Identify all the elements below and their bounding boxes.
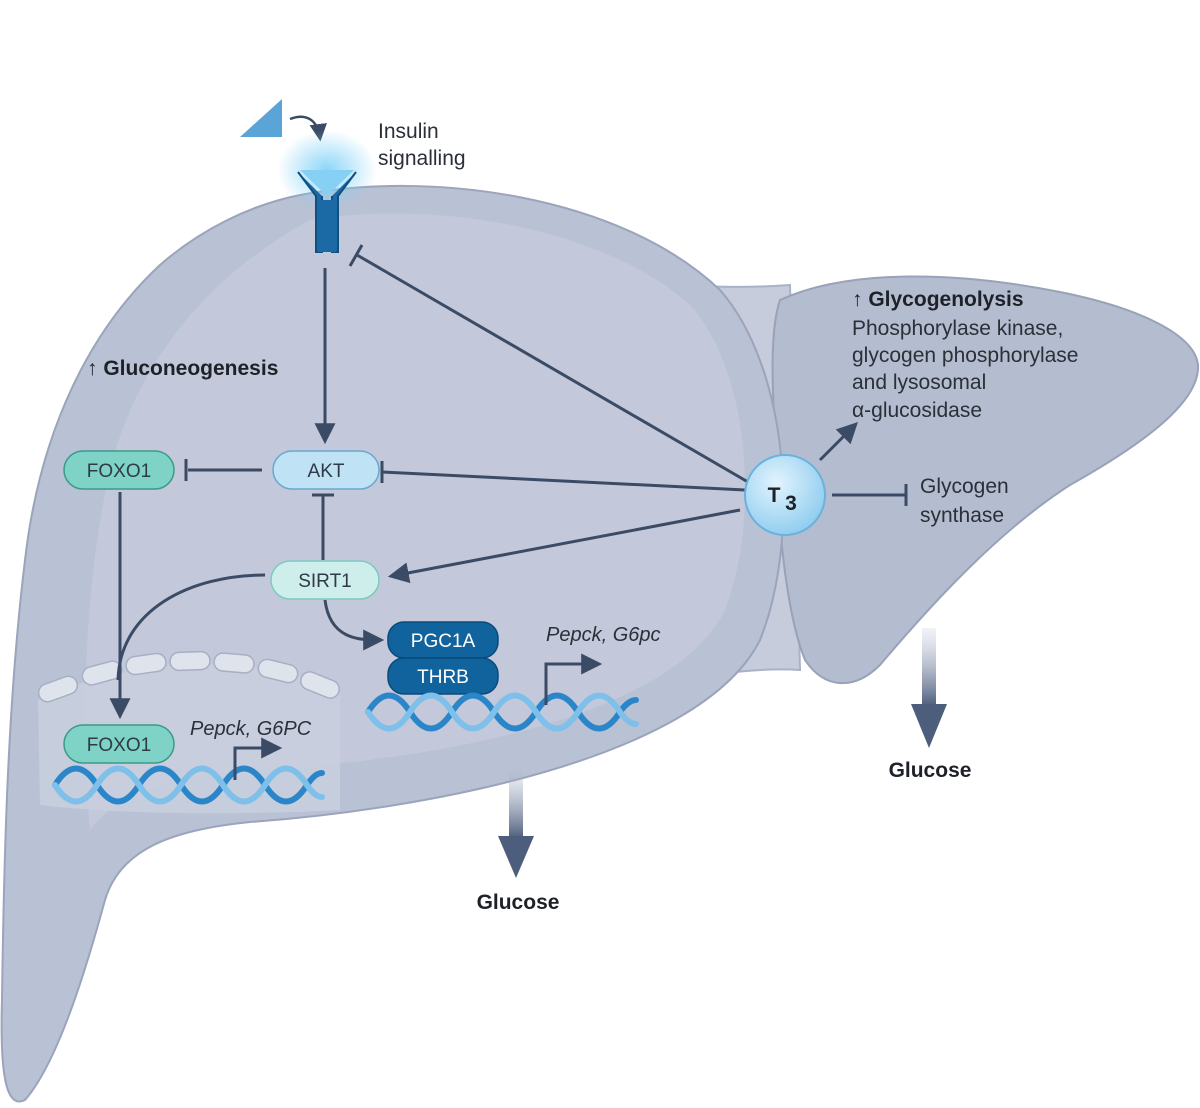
foxo1-cytoplasm-label: FOXO1 [87, 461, 151, 482]
sirt1-to-foxo1-curve [116, 573, 266, 681]
dna-strand-cytoplasm [365, 692, 639, 732]
dna-strand-nucleus [52, 765, 325, 805]
insulin-label-line1: Insulin [378, 120, 439, 143]
insulin-ligand-icon [240, 99, 282, 137]
foxo1-cytoplasm-node: FOXO1 [63, 450, 175, 490]
genes-cytoplasm-label: Pepck, G6pc [546, 624, 661, 646]
insulin-label-line2: signalling [378, 147, 466, 170]
thrb-label: THRB [417, 667, 469, 688]
pathway-edges [109, 244, 908, 720]
nuclear-pore-segment [257, 658, 299, 684]
enzymes-line3: and lysosomal [852, 371, 986, 394]
glycogen-synthase-line2: synthase [920, 504, 1004, 527]
insulin-signalling: Insulin signalling [240, 99, 466, 253]
akt-label: AKT [308, 461, 345, 482]
transcription-start-nucleus [233, 737, 283, 780]
foxo1-nucleus-label: FOXO1 [87, 735, 151, 756]
glycogenolysis-label: ↑ Glycogenolysis [852, 288, 1024, 311]
t3-inhibits-receptor-bar [348, 244, 364, 267]
enzymes-line4: α-glucosidase [852, 399, 982, 422]
t3-to-glycogenolysis-arrow [818, 422, 858, 462]
t3-activates-sirt1-arrow [387, 508, 741, 584]
glucose-output-center [498, 768, 534, 878]
glycogen-synthase-line1: Glycogen [920, 475, 1009, 498]
sirt1-label: SIRT1 [298, 571, 352, 592]
transcription-start-cytoplasm [544, 653, 603, 705]
t3-subscript: 3 [785, 492, 797, 515]
nuclear-pore-segment [125, 652, 167, 676]
enzymes-line1: Phosphorylase kinase, [852, 317, 1063, 340]
gluconeogenesis-label: ↑ Gluconeogenesis [87, 357, 278, 380]
nuclear-pore-segment [300, 671, 340, 699]
glucose-output-right [911, 628, 947, 748]
nuclear-pore-segment [37, 675, 79, 703]
akt-node: AKT [272, 450, 380, 490]
genes-nucleus-label: Pepck, G6PC [190, 718, 312, 740]
nuclear-pore-segment [213, 652, 255, 674]
insulin-receptor-icon [297, 170, 357, 253]
nuclear-envelope [37, 650, 340, 703]
nuclear-pore-segment [169, 650, 211, 672]
sirt1-to-pgc1a-arrow [323, 599, 385, 651]
transcription-arrows [233, 653, 603, 780]
t3-label: T [768, 484, 781, 507]
enzymes-line2: glycogen phosphorylase [852, 344, 1079, 367]
glucose-right-label: Glucose [889, 759, 972, 782]
t3-inhibits-receptor [356, 253, 749, 484]
pgc1a-node: PGC1A [387, 621, 499, 659]
thrb-node: THRB [387, 657, 499, 695]
sirt1-node: SIRT1 [270, 560, 380, 600]
pgc1a-label: PGC1A [411, 631, 476, 652]
t3-inhibits-akt [381, 470, 746, 492]
t3-hormone-node: T 3 [744, 454, 826, 536]
glucose-center-label: Glucose [477, 891, 560, 914]
foxo1-nucleus-node: FOXO1 [63, 724, 175, 764]
